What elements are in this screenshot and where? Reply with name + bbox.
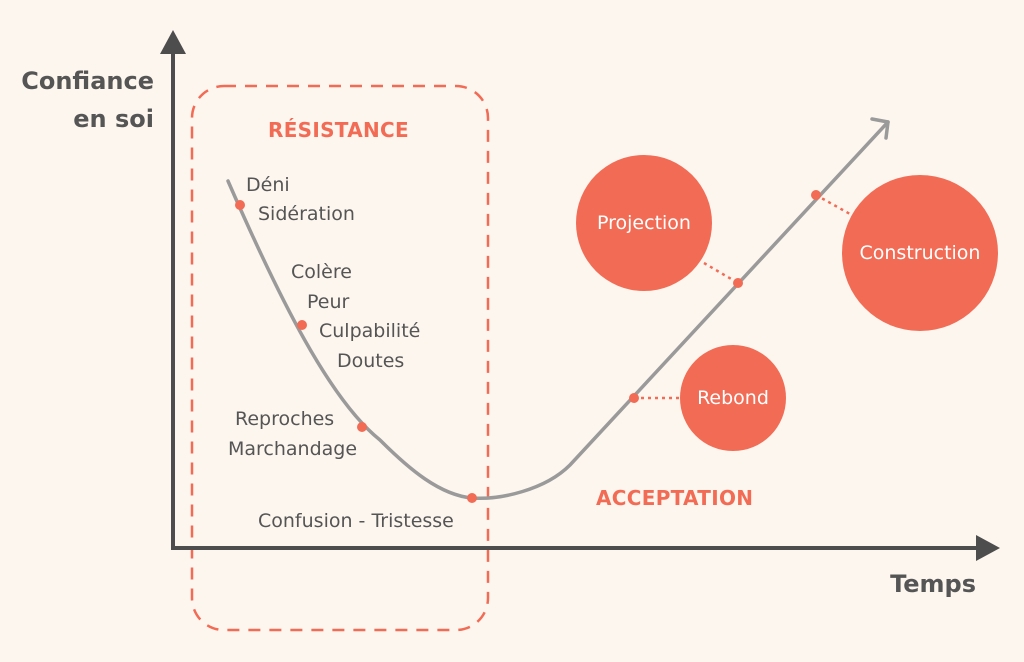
point-colere (297, 320, 307, 330)
bubble-construction-label: Construction (859, 242, 981, 264)
connector-construction (815, 193, 851, 216)
connector-projection (703, 261, 739, 285)
point-projection (733, 278, 743, 288)
point-construction (811, 190, 821, 200)
bubble-projection-label: Projection (597, 212, 691, 234)
stage-doutes: Doutes (337, 350, 405, 372)
y-axis-label: Confiance en soi (10, 62, 154, 138)
point-rebond (629, 393, 639, 403)
point-reproches (357, 422, 367, 432)
arrow-right-icon (976, 535, 1000, 561)
y-axis-label-line1: Confiance (21, 67, 154, 95)
arrow-up-icon (160, 30, 186, 54)
stage-confusion: Confusion - Tristesse (258, 510, 454, 532)
stage-colere: Colère (291, 261, 352, 283)
stage-reproches: Reproches (235, 408, 335, 430)
bubble-projection: Projection (576, 155, 712, 291)
point-deni (235, 200, 245, 210)
stage-culpabilite: Culpabilité (319, 320, 421, 342)
stage-sideration: Sidération (258, 203, 355, 225)
point-confusion (467, 493, 477, 503)
stage-peur: Peur (307, 291, 350, 313)
bubble-rebond: Rebond (680, 345, 786, 451)
y-axis-label-line2: en soi (73, 105, 154, 133)
change-curve (226, 120, 890, 500)
chevron-arrow-icon (870, 117, 890, 140)
stage-deni: Déni (246, 174, 290, 196)
resistance-zone-box (190, 84, 490, 632)
acceptation-title: ACCEPTATION (596, 486, 754, 510)
bubble-construction: Construction (842, 175, 998, 331)
bubble-rebond-label: Rebond (697, 387, 769, 409)
resistance-title: RÉSISTANCE (268, 118, 409, 142)
stage-marchandage: Marchandage (228, 438, 358, 460)
x-axis-label: Temps (890, 570, 976, 598)
